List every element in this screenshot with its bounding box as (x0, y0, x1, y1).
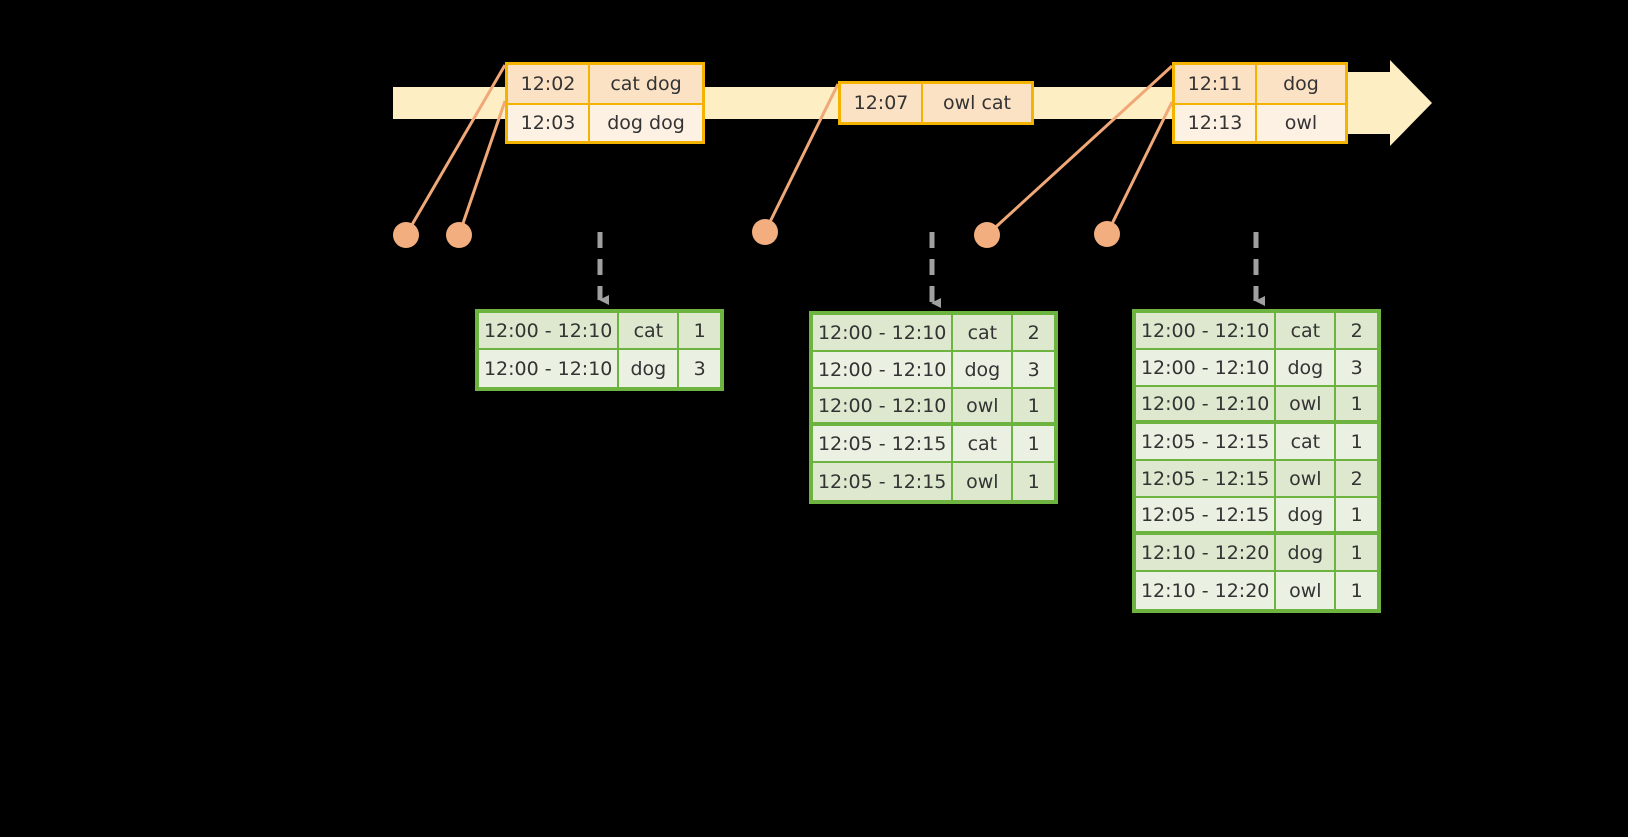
result-table-3[interactable]: 12:00 - 12:10 cat 2 12:00 - 12:10 dog 3 … (1132, 309, 1381, 613)
word-cell: owl (1276, 572, 1337, 609)
event-row[interactable]: 12:11 dog (1175, 65, 1345, 103)
event-group-2[interactable]: 12:07 owl cat (838, 81, 1034, 125)
window-cell: 12:05 - 12:15 (1136, 424, 1277, 461)
count-cell: 1 (1013, 426, 1054, 463)
count-cell: 3 (1013, 352, 1054, 389)
connector-line-1 (404, 64, 507, 236)
connector-dots (393, 219, 1120, 248)
count-cell: 2 (1336, 461, 1377, 498)
word-cell: owl (1276, 461, 1337, 498)
window-cell: 12:05 - 12:15 (1136, 461, 1277, 498)
result-table-1[interactable]: 12:00 - 12:10 cat 1 12:00 - 12:10 dog 3 (475, 309, 724, 391)
count-cell: 1 (1013, 463, 1054, 500)
window-cell: 12:05 - 12:15 (813, 463, 954, 500)
word-cell: cat (1276, 313, 1337, 350)
result-table-2[interactable]: 12:00 - 12:10 cat 2 12:00 - 12:10 dog 3 … (809, 311, 1058, 504)
word-cell: owl (953, 389, 1014, 426)
event-group-3[interactable]: 12:11 dog 12:13 owl (1172, 62, 1348, 144)
table-row[interactable]: 12:05 - 12:15 cat 1 (1136, 424, 1377, 461)
word-cell: dog (1276, 498, 1337, 535)
table-row[interactable]: 12:00 - 12:10 owl 1 (813, 389, 1054, 426)
window-cell: 12:00 - 12:10 (479, 313, 620, 350)
event-value: dog (1257, 65, 1345, 103)
connector-dot-2 (446, 222, 472, 248)
table-row[interactable]: 12:05 - 12:15 dog 1 (1136, 498, 1377, 535)
table-row[interactable]: 12:05 - 12:15 cat 1 (813, 426, 1054, 463)
trigger-arrows (597, 232, 1265, 308)
count-cell: 1 (1336, 387, 1377, 424)
connector-line-3 (763, 83, 840, 233)
word-cell: cat (619, 313, 680, 350)
connector-dot-4 (974, 222, 1000, 248)
word-cell: dog (619, 350, 680, 387)
table-row[interactable]: 12:00 - 12:10 cat 2 (813, 315, 1054, 352)
word-cell: cat (953, 315, 1014, 352)
table-row[interactable]: 12:00 - 12:10 dog 3 (479, 350, 720, 387)
event-value: owl (1257, 105, 1345, 141)
window-cell: 12:00 - 12:10 (1136, 313, 1277, 350)
table-row[interactable]: 12:00 - 12:10 cat 2 (1136, 313, 1377, 350)
event-time: 12:07 (841, 84, 923, 122)
table-row[interactable]: 12:00 - 12:10 dog 3 (813, 352, 1054, 389)
count-cell: 1 (1336, 535, 1377, 572)
word-cell: dog (953, 352, 1014, 389)
connector-dot-1 (393, 222, 419, 248)
event-time: 12:13 (1175, 105, 1257, 141)
word-cell: cat (953, 426, 1014, 463)
window-cell: 12:00 - 12:10 (1136, 350, 1277, 387)
window-cell: 12:10 - 12:20 (1136, 535, 1277, 572)
window-cell: 12:00 - 12:10 (1136, 387, 1277, 424)
event-row[interactable]: 12:13 owl (1175, 103, 1345, 141)
window-cell: 12:00 - 12:10 (479, 350, 620, 387)
count-cell: 1 (1013, 389, 1054, 426)
word-cell: cat (1276, 424, 1337, 461)
window-cell: 12:05 - 12:15 (1136, 498, 1277, 535)
word-cell: owl (953, 463, 1014, 500)
table-row[interactable]: 12:00 - 12:10 owl 1 (1136, 387, 1377, 424)
event-group-1[interactable]: 12:02 cat dog 12:03 dog dog (505, 62, 705, 144)
table-row[interactable]: 12:05 - 12:15 owl 2 (1136, 461, 1377, 498)
connector-line-5 (1105, 101, 1174, 235)
table-row[interactable]: 12:10 - 12:20 owl 1 (1136, 572, 1377, 609)
connector-dot-5 (1094, 221, 1120, 247)
window-cell: 12:00 - 12:10 (813, 352, 954, 389)
table-row[interactable]: 12:05 - 12:15 owl 1 (813, 463, 1054, 500)
word-cell: owl (1276, 387, 1337, 424)
event-time: 12:03 (508, 105, 590, 141)
event-row[interactable]: 12:03 dog dog (508, 103, 702, 141)
table-row[interactable]: 12:00 - 12:10 dog 3 (1136, 350, 1377, 387)
count-cell: 3 (1336, 350, 1377, 387)
count-cell: 1 (1336, 424, 1377, 461)
connector-line-2 (457, 100, 507, 236)
count-cell: 1 (1336, 498, 1377, 535)
count-cell: 1 (1336, 572, 1377, 609)
window-cell: 12:00 - 12:10 (813, 389, 954, 426)
window-cell: 12:10 - 12:20 (1136, 572, 1277, 609)
count-cell: 3 (679, 350, 720, 387)
event-row[interactable]: 12:07 owl cat (841, 84, 1031, 122)
connector-dot-3 (752, 219, 778, 245)
count-cell: 1 (679, 313, 720, 350)
event-time: 12:11 (1175, 65, 1257, 103)
event-value: dog dog (590, 105, 702, 141)
event-row[interactable]: 12:02 cat dog (508, 65, 702, 103)
word-cell: dog (1276, 350, 1337, 387)
event-time: 12:02 (508, 65, 590, 103)
word-cell: dog (1276, 535, 1337, 572)
table-row[interactable]: 12:10 - 12:20 dog 1 (1136, 535, 1377, 572)
window-cell: 12:05 - 12:15 (813, 426, 954, 463)
event-value: owl cat (923, 84, 1031, 122)
count-cell: 2 (1336, 313, 1377, 350)
window-cell: 12:00 - 12:10 (813, 315, 954, 352)
event-value: cat dog (590, 65, 702, 103)
table-row[interactable]: 12:00 - 12:10 cat 1 (479, 313, 720, 350)
count-cell: 2 (1013, 315, 1054, 352)
